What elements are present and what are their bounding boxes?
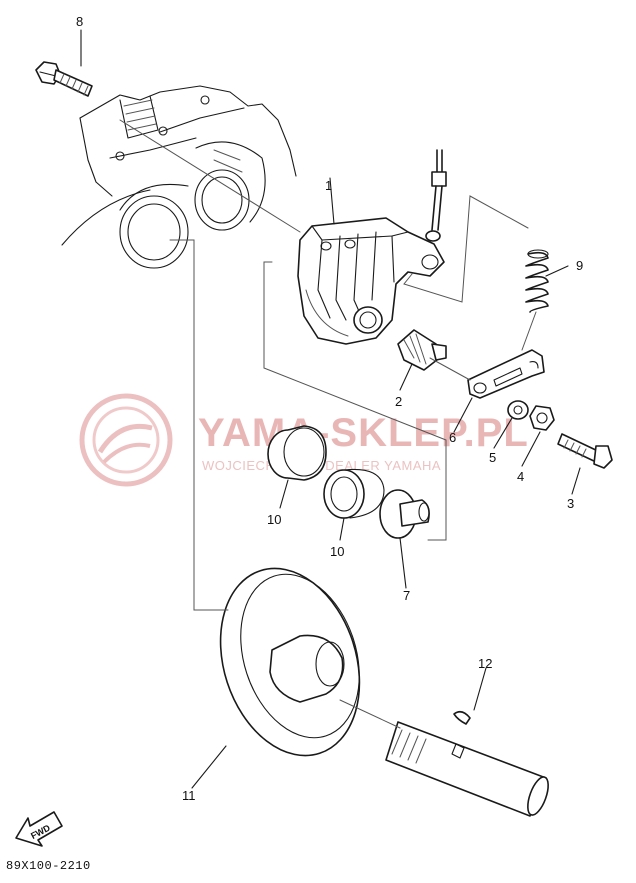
- washer-part-5: [507, 400, 529, 420]
- key-part-12: [453, 710, 471, 725]
- shift-housing-part-1: [297, 217, 445, 345]
- bolt-part-3: [557, 433, 613, 469]
- callout-9: 9: [576, 258, 583, 273]
- cup-part-10a: [267, 425, 327, 481]
- ring-part-10b: [323, 468, 385, 519]
- adjuster-part-2: [397, 329, 447, 371]
- control-cable: [425, 149, 447, 242]
- watermark-title: YAMA-SKLEP.PL: [198, 411, 529, 455]
- watermark-logo: [79, 393, 173, 487]
- callout-2: 2: [395, 394, 402, 409]
- lever-plate-part-6: [467, 349, 545, 399]
- callout-4: 4: [517, 469, 524, 484]
- leader-lines: [80, 29, 581, 789]
- nut-part-4: [529, 405, 555, 431]
- callout-10a: 10: [267, 512, 281, 527]
- callout-3: 3: [567, 496, 574, 511]
- spring-part-9: [525, 249, 549, 313]
- collar-part-7: [379, 489, 430, 539]
- engine-housing: [61, 85, 297, 269]
- callout-5: 5: [489, 450, 496, 465]
- callout-10b: 10: [330, 544, 344, 559]
- diagram-code: 89X100-2210: [6, 859, 91, 873]
- callout-11: 11: [182, 788, 196, 803]
- callout-6: 6: [449, 430, 456, 445]
- fwd-arrow-icon: FWD: [15, 811, 63, 847]
- shaft: [385, 721, 549, 817]
- callout-8: 8: [76, 14, 83, 29]
- assembly-lines: [119, 119, 537, 729]
- callout-12: 12: [478, 656, 492, 671]
- bolt-part-8: [35, 61, 93, 97]
- watermark: YAMA-SKLEP.PL WOJCIECHOWICZ DEALER YAMAH…: [79, 393, 529, 487]
- callout-7: 7: [403, 588, 410, 603]
- callout-labels: 8 1 2 3 4 5 6 7 9 10 10 11 12: [76, 14, 583, 803]
- callout-1: 1: [325, 178, 332, 193]
- sheave-part-11: [219, 567, 361, 757]
